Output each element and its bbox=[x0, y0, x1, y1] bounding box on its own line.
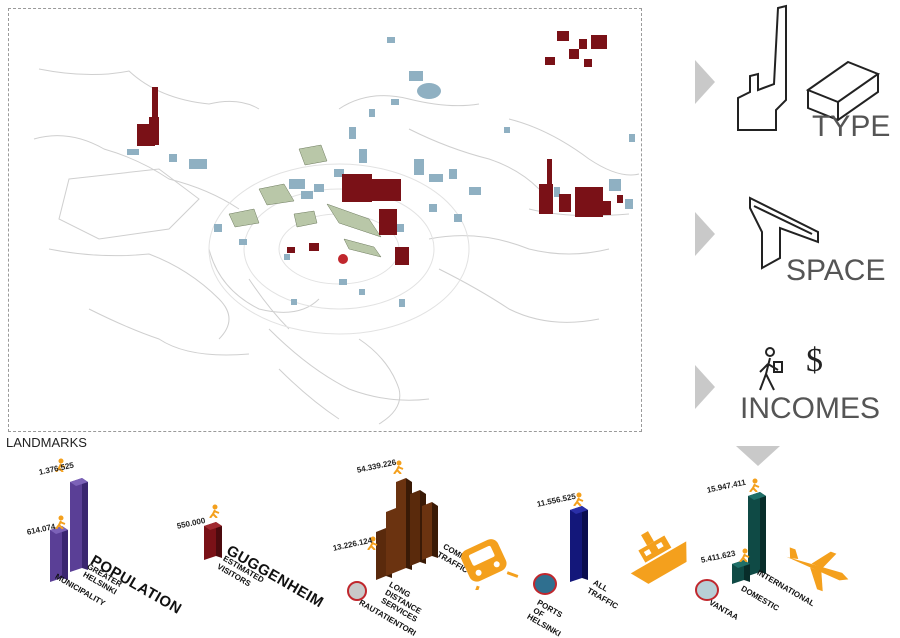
airport-circle-icon bbox=[695, 579, 719, 601]
airport-domestic: DOMESTIC bbox=[739, 584, 781, 613]
population-walker-icon bbox=[55, 458, 66, 472]
incomes-label: INCOMES bbox=[740, 392, 881, 425]
red-landmarks bbox=[137, 31, 623, 265]
pedestrian-icon bbox=[759, 347, 783, 391]
airplane-icon bbox=[786, 547, 849, 592]
landmarks-heading: LANDMARKS bbox=[6, 435, 87, 450]
guggenheim-bar bbox=[204, 522, 222, 560]
rail-walker-icon bbox=[393, 460, 404, 474]
down-arrow-icon bbox=[736, 446, 780, 466]
ports-walker-icon bbox=[573, 492, 584, 506]
airport-bars bbox=[732, 492, 766, 584]
ports-circle-icon bbox=[533, 573, 557, 595]
type-arrow-icon bbox=[695, 60, 715, 104]
ship-icon bbox=[630, 531, 687, 584]
type-label: TYPE bbox=[812, 110, 891, 143]
guggenheim-walker-icon bbox=[209, 504, 220, 518]
incomes-arrow-icon bbox=[695, 365, 715, 409]
dollar-icon: $ bbox=[806, 342, 823, 379]
ports-bar bbox=[570, 506, 588, 582]
population-bars bbox=[50, 478, 88, 582]
blue-buildings bbox=[127, 37, 635, 307]
population-walker-low-icon bbox=[55, 515, 66, 529]
type-building-icon bbox=[737, 4, 881, 131]
space-arrow-icon bbox=[695, 212, 715, 256]
city-map bbox=[8, 8, 642, 432]
airport-walker-icon bbox=[749, 478, 760, 492]
space-block-icon bbox=[749, 196, 819, 270]
map-drawing bbox=[33, 31, 640, 425]
rail-bars bbox=[376, 478, 438, 580]
train-icon bbox=[461, 539, 519, 590]
space-label: SPACE bbox=[786, 254, 886, 287]
rail-walker-low-icon bbox=[367, 536, 378, 550]
radius-circles bbox=[208, 163, 470, 335]
airport-walker-low-icon bbox=[739, 548, 750, 562]
coastline-outline bbox=[33, 68, 640, 425]
rail-circle-icon bbox=[347, 581, 367, 601]
green-blocks bbox=[228, 144, 382, 258]
